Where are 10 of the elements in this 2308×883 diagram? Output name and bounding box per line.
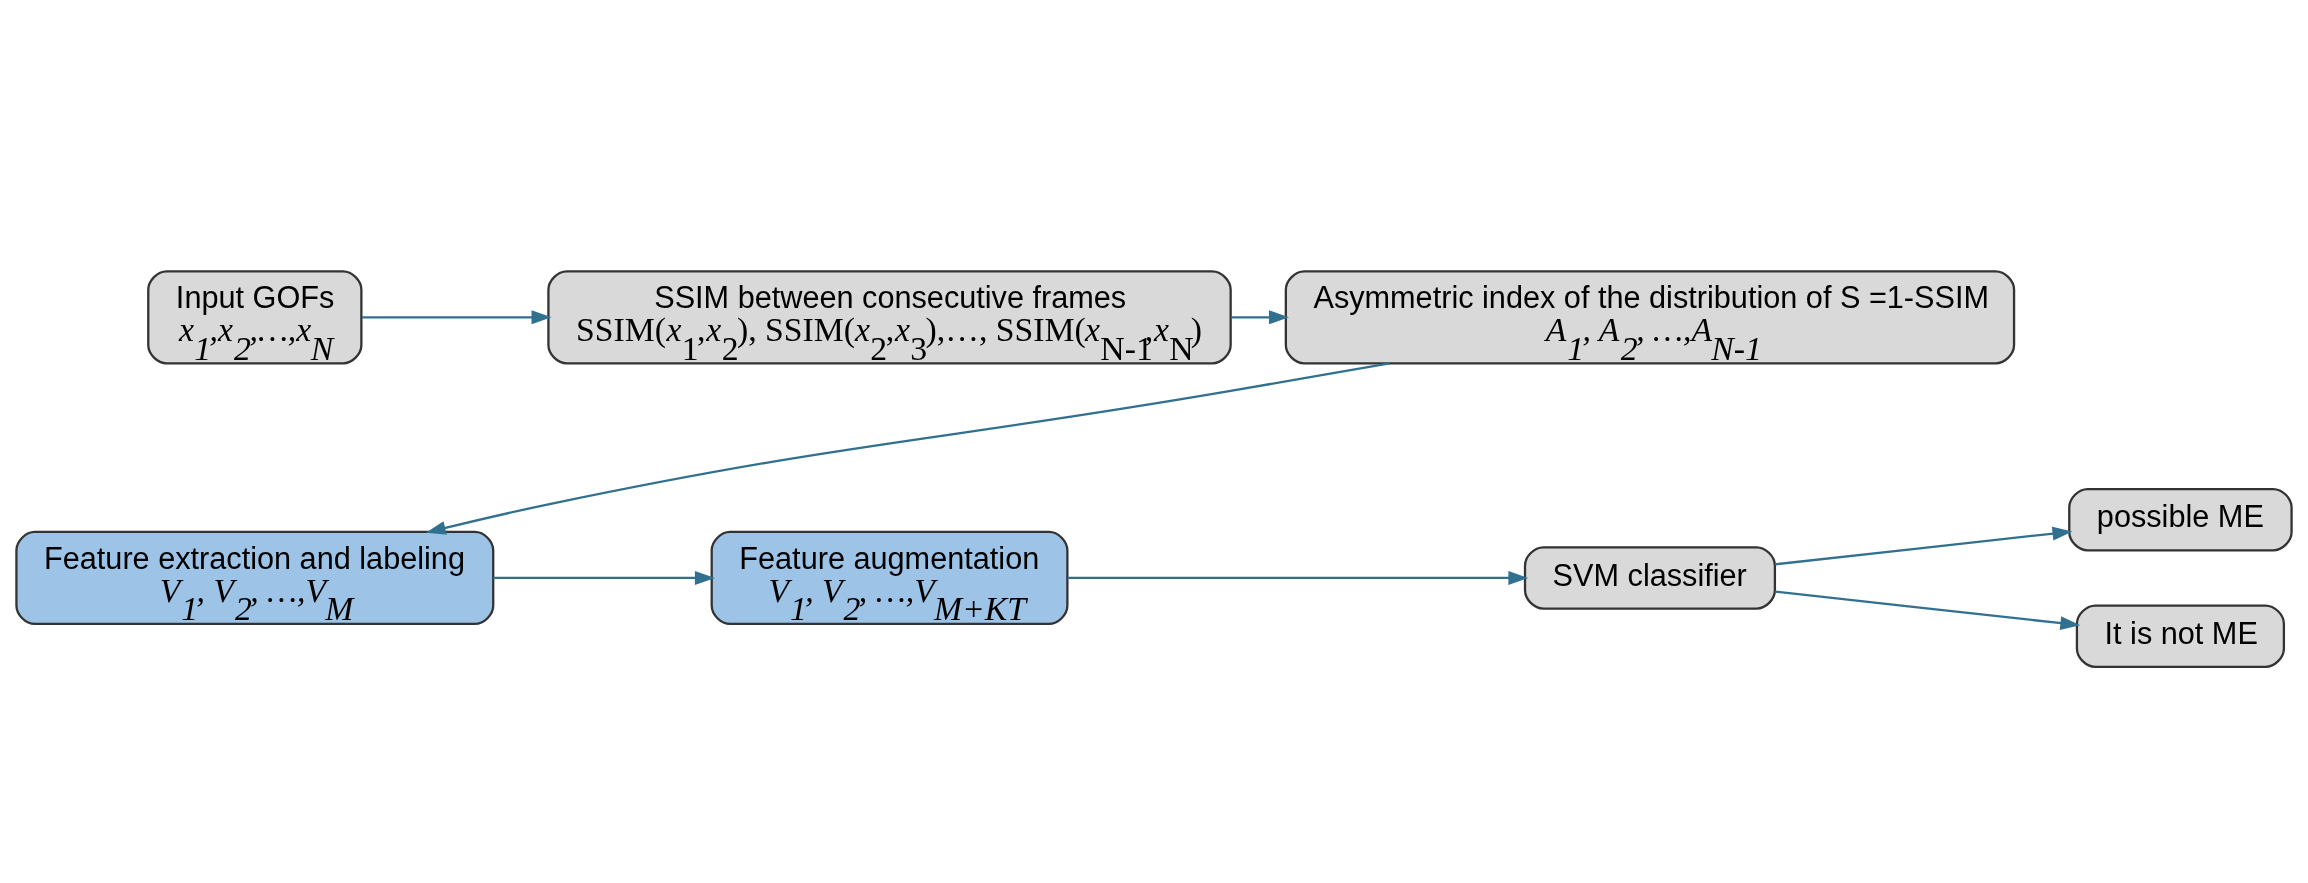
node-box: SVM classifier [1523,546,1777,610]
arrow [1231,310,1289,325]
arrow [493,570,715,585]
arrow [1775,590,2081,631]
node-box: possible ME [2068,487,2293,552]
arrow [425,362,1390,535]
arrow [1067,570,1529,585]
node-box: It is not ME [2075,604,2286,668]
arrow [362,310,552,325]
arrow [1775,526,2073,566]
